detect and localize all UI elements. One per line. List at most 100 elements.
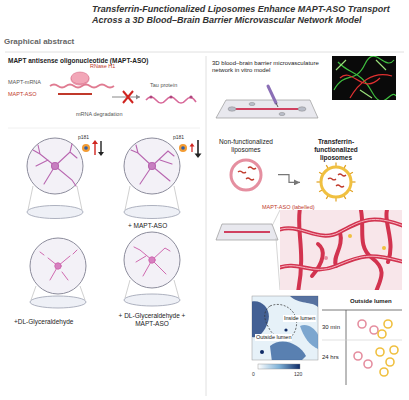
- liposome-icon: [384, 320, 392, 328]
- node-heading: Non-functionalized liposomes: [214, 138, 278, 154]
- transferrin-ligand: [319, 173, 322, 175]
- neuron: [40, 247, 170, 280]
- label-box: MAPT-ASO: [8, 91, 36, 98]
- heatmap: [260, 350, 264, 354]
- label-box: 120: [294, 371, 302, 377]
- result-table: [322, 340, 402, 341]
- transferrin-ligand: [350, 173, 353, 175]
- neuron: [40, 250, 77, 280]
- liposome-shape: [316, 162, 356, 202]
- label: Outside lumen: [255, 334, 292, 341]
- microscopy-image: [332, 56, 396, 101]
- aso-strand: [246, 178, 254, 180]
- vessel-network: [280, 219, 402, 269]
- microfluidic-chip: [268, 86, 276, 103]
- transferrin-ligand: [326, 196, 328, 199]
- label: + DL-Glyceraldehyde + MAPT-ASO: [114, 312, 190, 328]
- label: p181: [78, 134, 89, 140]
- heatmap: [284, 328, 287, 331]
- label: 0: [252, 371, 255, 377]
- mrna-illustration: [58, 93, 92, 95]
- petri-dish: [124, 206, 180, 219]
- transferrin-ligand: [335, 198, 336, 202]
- neuron: [55, 263, 61, 269]
- label-box: mRNA degradation: [76, 111, 122, 118]
- result-table: [322, 310, 402, 385]
- phospho-badge: [94, 143, 95, 155]
- node-heading: Transferrin-functionalized liposomes: [300, 138, 372, 161]
- mrna-illustration: [136, 95, 140, 100]
- neuron: [134, 247, 170, 276]
- heatmap: [252, 301, 269, 337]
- vessel-network: [386, 210, 390, 262]
- transferrin-ligand: [344, 166, 346, 169]
- divider-line: [8, 128, 200, 129]
- result-table: [322, 310, 402, 311]
- phospho-badge: [191, 146, 192, 152]
- label-box: MAPT-ASO (labelled): [262, 204, 315, 211]
- petri-dish: [124, 138, 180, 194]
- microfluidic-chip: [216, 86, 318, 118]
- phospho-badge: [197, 140, 199, 154]
- liposome-icon: [370, 326, 378, 334]
- label-box: 30 min: [322, 324, 340, 331]
- vessel-network: [382, 246, 386, 250]
- label-box: RNase H1: [90, 63, 115, 70]
- transferrin-ligand: [344, 196, 346, 199]
- vessel-network: [348, 234, 352, 238]
- petri-dish: [27, 206, 83, 219]
- heatmap: [270, 341, 306, 360]
- mrna-illustration: [189, 95, 192, 98]
- label: 3D blood–brain barrier microvasculature …: [212, 60, 327, 74]
- liposome-icon: [358, 320, 366, 328]
- microfluidic-chip: [279, 112, 285, 115]
- phospho-badge: [82, 140, 202, 158]
- label: p181: [173, 134, 184, 140]
- label: Inside lumen: [283, 315, 316, 322]
- liposome-icon: [376, 348, 384, 356]
- petri-dish: [31, 286, 36, 300]
- microscopy-image: [350, 75, 392, 98]
- phospho-badge: [92, 140, 98, 144]
- liposome-icon: [378, 330, 386, 338]
- petri-dish: [125, 186, 130, 210]
- transferrin-ligand: [319, 190, 322, 192]
- heatmap: [258, 364, 300, 369]
- petri-dish: [125, 280, 130, 298]
- petri-dish: [174, 186, 179, 210]
- liposome-icon: [354, 320, 398, 376]
- microscopy-image: [334, 56, 394, 90]
- microfluidic-chip: [228, 107, 236, 111]
- phospho-badge: [195, 154, 202, 159]
- neuron: [149, 257, 155, 263]
- result-table: [346, 310, 347, 385]
- vessel-network: [272, 210, 280, 226]
- liposome-icon: [390, 346, 398, 354]
- label: MAPT-mRNA: [8, 79, 41, 86]
- divider-line: [206, 56, 207, 396]
- vessel-network: [280, 256, 402, 269]
- divider-line: [5, 52, 404, 53]
- label-box: + MAPT-ASO: [128, 222, 167, 230]
- label: 24 hrs: [322, 354, 339, 361]
- vessel-network: [224, 231, 270, 233]
- transferrin-ligand: [317, 182, 321, 183]
- label: RNase H1: [90, 63, 115, 70]
- vessel-network: [276, 238, 280, 290]
- liposome-icon: [386, 358, 394, 366]
- heatmap: [290, 296, 318, 310]
- petri-dish: [77, 186, 82, 210]
- mrna-illustration: [112, 97, 140, 98]
- microscopy-image: [332, 56, 396, 100]
- label: 120: [294, 371, 302, 377]
- mrna-illustration: [50, 72, 196, 103]
- label: 30 min: [322, 324, 340, 331]
- microfluidic-chip: [276, 103, 278, 107]
- petri-dish: [80, 286, 85, 300]
- label: Graphical abstract: [4, 37, 74, 47]
- microscopy-image: [336, 60, 386, 98]
- aso-strand: [328, 178, 336, 180]
- aso-strand: [336, 185, 344, 187]
- label: Outside lumen: [350, 298, 392, 305]
